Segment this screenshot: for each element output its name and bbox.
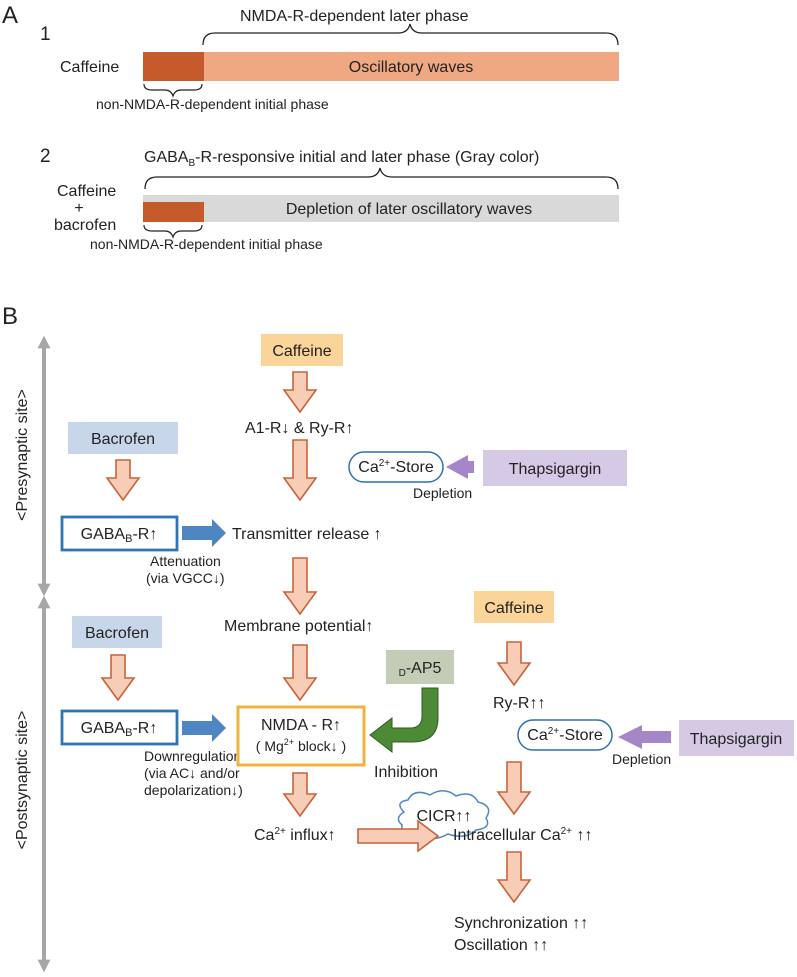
post-gabab-label: GABAB-R↑ [81,720,158,739]
pre-ryr-down-arrow [282,439,318,502]
pre-thapsigargin-box [483,450,627,486]
pre-gabab-blue-arrow [182,519,226,547]
section2-bacrofen-label: bacrofen [54,217,116,234]
post-downregulation-depol-label: depolarization↓) [144,782,243,798]
postsynaptic-site-label: <Postsynaptic site> [14,711,31,850]
pre-attenuation-label: Attenuation [150,553,221,569]
pre-gabab-label: GABAB-R↑ [81,526,158,545]
post-downregulation-via-label: (via AC↓ and/or [144,765,240,781]
pre-depletion-label: Depletion [413,485,472,501]
section2-number: 2 [40,146,51,167]
section1-number: 1 [40,24,51,45]
section2-initial-phase-brace [143,224,203,239]
post-ca-influx-label: Ca2+ influx↑ [254,826,336,844]
pre-a1r-ryr-label: A1-R↓ & Ry-R↑ [245,420,353,437]
section2-plus-label: + [74,200,83,217]
pre-caffeine-down-arrow [282,371,318,414]
post-ryr-down-arrow [496,761,532,816]
pre-bacrofen-down-arrow [105,459,141,502]
section1-top-label: NMDA-R-dependent later phase [240,8,469,25]
pre-thapsigargin-arrow [446,455,474,479]
post-thapsigargin-arrow [618,725,671,749]
section1-bottom-label: non-NMDA-R-dependent initial phase [96,96,329,112]
section2-depletion-text: Depletion of later oscillatory waves [286,201,532,218]
post-caffeine-box [474,591,554,623]
post-influx-right-arrow [357,819,440,853]
section2-caffeine-label: Caffeine [57,183,116,200]
post-nmda-box [236,705,366,767]
section1-oscillatory-text: Oscillatory waves [349,59,473,76]
section2-gray-bar [143,195,619,222]
post-dap5-label: D-AP5 [399,660,442,679]
pre-ca-store-label: Ca2+-Store [358,458,434,476]
pre-ca-store-pill [348,451,444,483]
section1-oscillatory-bar [204,52,619,81]
presynaptic-site-label: <Presynaptic site> [14,389,31,521]
pre-caffeine-box [261,334,343,366]
post-downregulation-label: Downregulation [144,748,241,764]
post-thapsigargin-box [679,720,794,756]
pre-transmitter-down-arrow [282,557,318,616]
panel-b-letter: B [2,303,18,330]
section2-gaba-phase-brace [144,167,619,190]
post-gabab-blue-arrow [182,714,226,742]
post-membrane-potential-label: Membrane potential↑ [224,618,373,635]
post-ca-store-pill [517,719,613,751]
pre-bacrofen-box [68,422,178,454]
post-caffeine-down-arrow [496,641,532,687]
post-dap5-box [386,650,454,684]
section1-caffeine-label: Caffeine [60,59,119,76]
post-ca-store-label: Ca2+-Store [527,726,603,744]
pre-attenuation-via-label: (via VGCC↓) [146,570,225,586]
post-cicr-label: CICR↑↑ [416,808,471,825]
post-depletion-label: Depletion [612,751,671,767]
pre-caffeine-label: Caffeine [272,343,331,360]
post-synchronization-label: Synchronization ↑↑ [454,915,588,932]
section1-later-phase-brace [202,23,619,46]
post-bacrofen-box [72,616,162,648]
panel-a-letter: A [2,2,18,29]
section1-initial-phase-brace [143,83,203,98]
post-inhibition-label: Inhibition [374,764,438,781]
post-thapsigargin-label: Thapsigargin [690,731,783,748]
post-caffeine-label: Caffeine [484,600,543,617]
section2-top-label: GABAB-R-responsive initial and later pha… [144,149,539,169]
pre-transmitter-release-label: Transmitter release ↑ [232,526,382,543]
pre-bacrofen-label: Bacrofen [91,431,155,448]
pre-thapsigargin-label: Thapsigargin [509,461,602,478]
post-gabab-box [60,709,179,746]
post-ryr-label: Ry-R↑↑ [493,695,545,712]
pre-gabab-box [60,515,179,552]
post-bacrofen-label: Bacrofen [85,625,149,642]
post-membrane-down-arrow [282,644,318,702]
section2-bottom-label: non-NMDA-R-dependent initial phase [90,236,323,252]
post-nmda-label: NMDA - R↑ [261,717,341,734]
section2-initial-phase-bar [143,202,204,222]
post-intracellular-label: Intracellular Ca2+ ↑↑ [453,826,592,844]
post-intracellular-down-arrow [496,851,532,904]
post-mg-block-label: ( Mg2+ block↓ ) [256,737,346,754]
section1-initial-phase-bar [143,52,204,81]
post-oscillation-label: Oscillation ↑↑ [454,937,548,954]
post-nmda-down-arrow [282,772,318,818]
post-bacrofen-down-arrow [100,654,136,702]
post-inhibition-green-arrow [369,687,439,754]
